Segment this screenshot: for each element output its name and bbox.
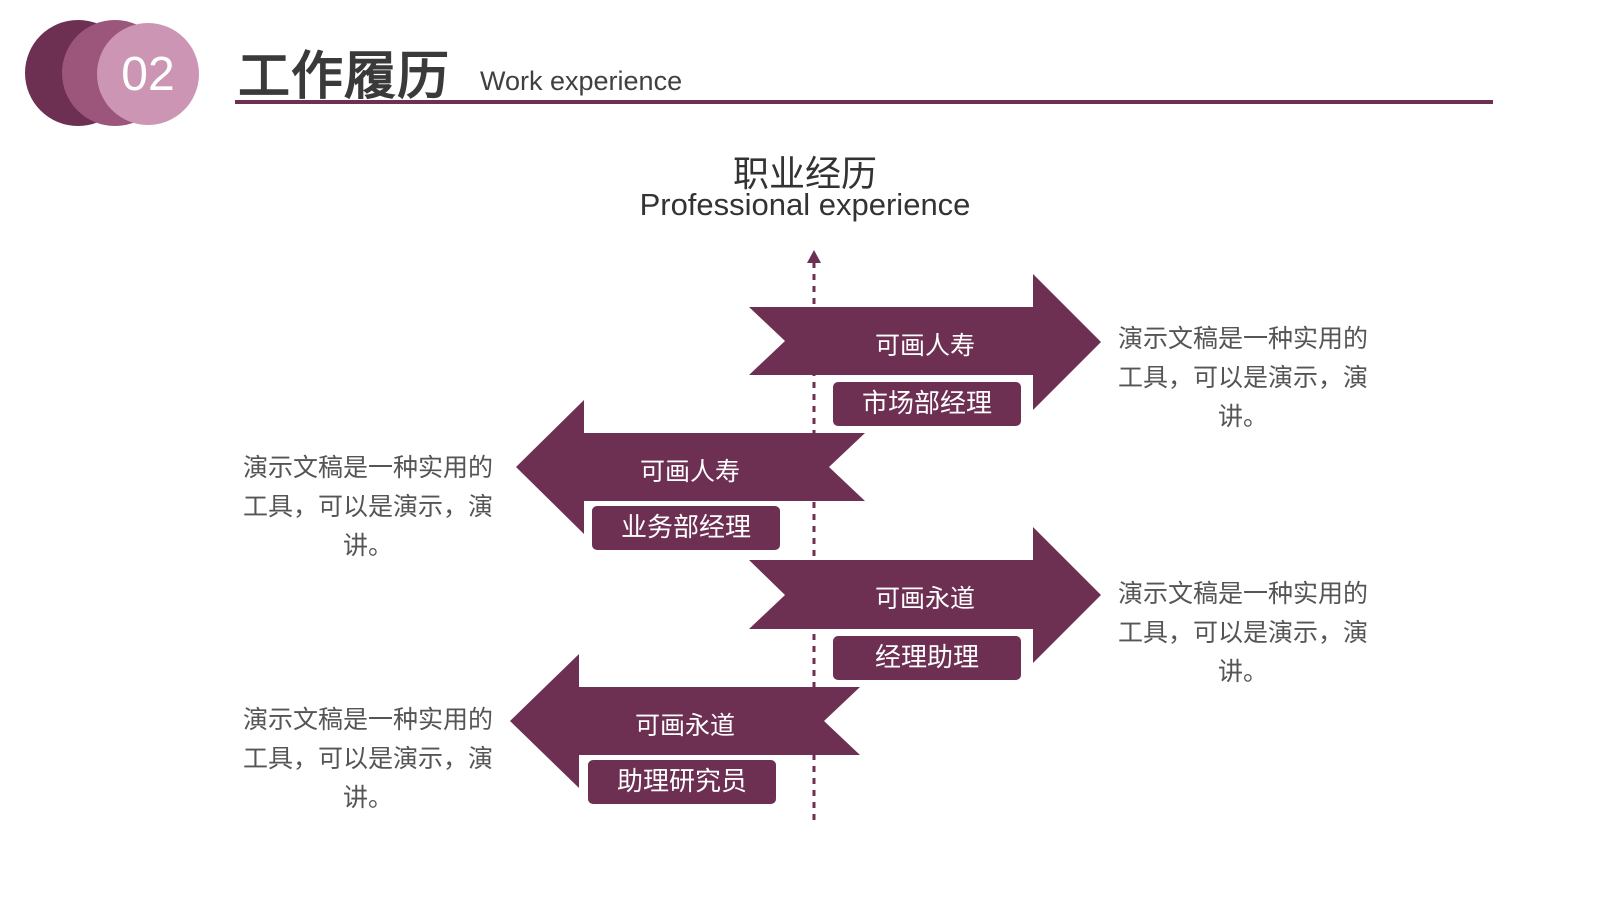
description-4: 演示文稿是一种实用的工具，可以是演示，演讲。 — [242, 705, 493, 812]
section-number: 02 — [121, 47, 175, 101]
company-label-4: 可画永道 — [634, 711, 735, 740]
company-label-3: 可画永道 — [874, 584, 975, 613]
company-label-2: 可画人寿 — [639, 457, 740, 486]
description-2: 演示文稿是一种实用的工具，可以是演示，演讲。 — [242, 453, 493, 560]
page-title: 工作履历 — [238, 47, 451, 107]
timeline-axis-arrowhead — [807, 250, 821, 263]
role-tag-3: 经理助理 — [833, 636, 1021, 680]
section-title: 职业经历 — [732, 154, 877, 195]
arrow-right-2 — [749, 527, 1101, 663]
arrow-left-2 — [510, 654, 860, 788]
company-label-1: 可画人寿 — [874, 331, 975, 360]
title-underline — [235, 100, 1493, 104]
role-tag-4: 助理研究员 — [588, 760, 776, 804]
badge-circle-light — [97, 23, 199, 125]
role-tag-1: 市场部经理 — [833, 382, 1021, 426]
arrow-left-1 — [516, 400, 865, 534]
description-3: 演示文稿是一种实用的工具，可以是演示，演讲。 — [1117, 579, 1368, 686]
role-tag-2: 业务部经理 — [592, 506, 780, 550]
description-1: 演示文稿是一种实用的工具，可以是演示，演讲。 — [1117, 324, 1368, 431]
section-subtitle: Professional experience — [639, 187, 971, 222]
arrow-right-1 — [749, 274, 1101, 410]
page-subtitle: Work experience — [480, 66, 683, 96]
